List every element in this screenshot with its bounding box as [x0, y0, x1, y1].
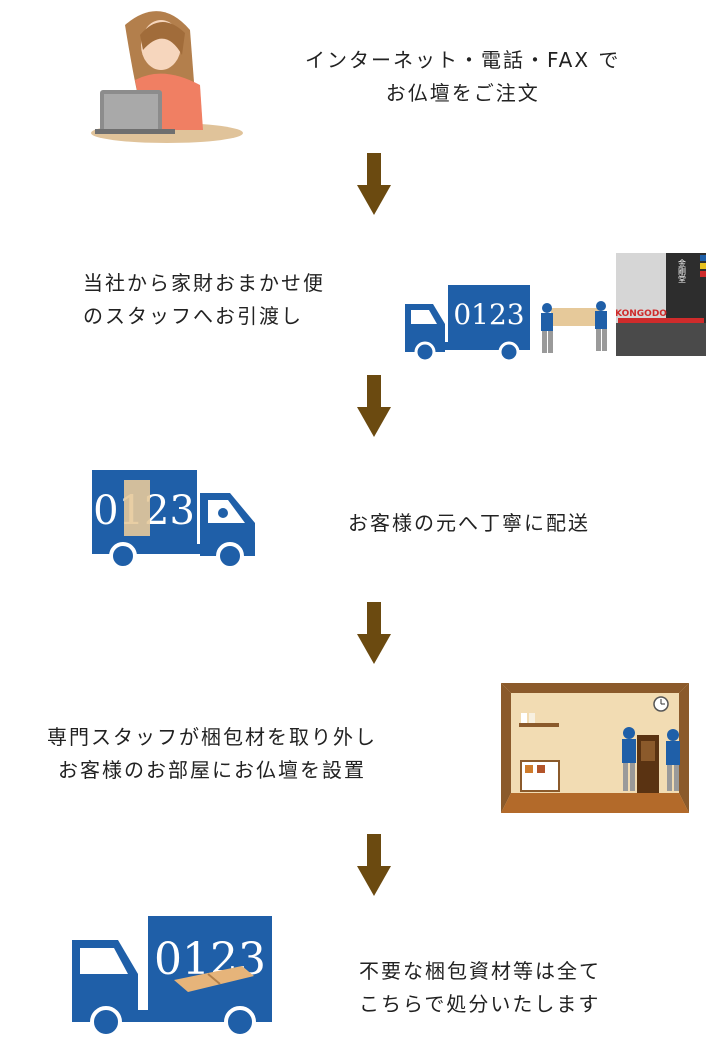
- truck-icon: 0123: [405, 285, 530, 362]
- down-arrow-icon: [357, 602, 391, 664]
- woman-laptop-icon: [91, 11, 243, 143]
- step-1-text: インターネット・電話・FAX で お仏壇をご注文: [305, 44, 620, 110]
- store-icon: 金剛堂 KONGODO: [616, 253, 706, 356]
- step-3-line-1: お客様の元へ丁寧に配送: [348, 511, 590, 535]
- step-2-line-2: のスタッフへお引渡し: [83, 304, 303, 328]
- clock-icon: [653, 696, 669, 712]
- step-2-text: 当社から家財おまかせ便 のスタッフへお引渡し: [83, 267, 325, 333]
- truck-icon: 0123: [92, 470, 255, 570]
- step-5-text: 不要な梱包資材等は全て こちらで処分いたします: [359, 955, 601, 1021]
- truck-number: 0123: [453, 298, 524, 331]
- step-5-line-2: こちらで処分いたします: [359, 992, 601, 1016]
- step-1-line-2: お仏壇をご注文: [385, 81, 540, 105]
- step-3-text: お客様の元へ丁寧に配送: [348, 507, 590, 540]
- movers-icon: [541, 301, 607, 353]
- down-arrow-icon: [357, 834, 391, 896]
- step-4-line-2: お客様のお部屋にお仏壇を設置: [58, 758, 366, 782]
- step-2-line-1: 当社から家財おまかせ便: [83, 271, 325, 295]
- down-arrow-icon: [357, 375, 391, 437]
- truck-icon: 0123: [72, 916, 272, 1038]
- down-arrow-icon: [357, 153, 391, 215]
- step-4-text: 専門スタッフが梱包材を取り外し お客様のお部屋にお仏壇を設置: [47, 721, 377, 787]
- step-5-line-1: 不要な梱包資材等は全て: [359, 959, 601, 983]
- store-kanji: 金剛堂: [678, 258, 687, 283]
- store-sign: KONGODO: [616, 309, 667, 319]
- room-icon: [501, 683, 689, 813]
- step-1-line-1: インターネット・電話・FAX で: [305, 48, 621, 72]
- step-4-line-1: 専門スタッフが梱包材を取り外し: [47, 725, 377, 749]
